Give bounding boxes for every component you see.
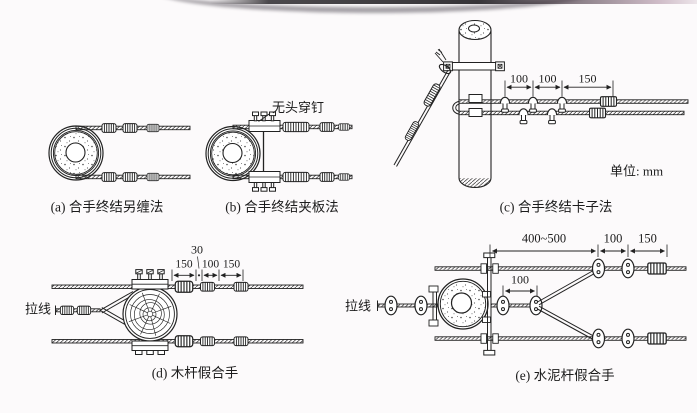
dimension-lines-d: 30 150 100 150	[171, 243, 244, 281]
dim-c-1: 100	[510, 72, 528, 86]
dim-d-2: 100	[202, 259, 220, 271]
figure-a: (a) 合手终结另缠法	[48, 123, 191, 215]
pole-band-clamp	[443, 61, 505, 72]
caption-c: (c) 合手终结卡子法	[500, 200, 613, 215]
dim-c-2: 100	[539, 72, 557, 86]
figure-e: 400~500 100 150 100 拉线 (e) 水泥杆假合手	[345, 232, 687, 383]
guy-wire-d	[55, 291, 135, 330]
dimension-lines-c: 100 100 150	[504, 72, 614, 97]
dim-e-1: 400~500	[522, 232, 566, 246]
guy-wire-a	[75, 123, 191, 182]
dim-d-3: 150	[223, 259, 241, 271]
dim-e-inner: 100	[511, 273, 529, 287]
caption-e: (e) 水泥杆假合手	[515, 368, 614, 383]
figure-d: 30 150 100 150 拉线 (d) 木杆假合手	[25, 243, 304, 381]
dim-d-gap: 30	[191, 243, 203, 257]
concrete-pole-cross-section	[428, 278, 491, 330]
wire-wraps-d	[174, 280, 249, 348]
pin-label-leader	[258, 113, 271, 122]
wire-clamps-e	[591, 258, 667, 349]
horizontal-wires-c	[452, 94, 689, 125]
caption-d: (d) 木杆假合手	[152, 366, 239, 381]
wood-pole-cross-section	[122, 286, 178, 342]
pole-c	[458, 19, 492, 189]
clamp-plates-b	[248, 111, 281, 192]
dim-d-1: 150	[175, 259, 193, 271]
horizontal-wires-e	[434, 266, 687, 341]
caption-a: (a) 合手终结另缠法	[51, 199, 164, 215]
dim-c-3: 150	[579, 72, 597, 86]
dim-e-3: 150	[638, 232, 657, 246]
caption-b: (b) 合手终结夹板法	[225, 200, 339, 215]
pole-cross-section-a	[48, 125, 104, 181]
page-curl-shadow	[150, 0, 600, 13]
unit-note: 单位: mm	[610, 164, 663, 179]
guy-label-e: 拉线	[345, 299, 371, 314]
pin-label: 无头穿钉	[272, 100, 324, 115]
page-top-shadow-band	[210, 0, 697, 4]
dim-e-2: 100	[604, 232, 623, 246]
stay-wire	[393, 48, 452, 167]
guy-wire-b	[232, 121, 353, 183]
figure-b: 无头穿钉 (b) 合手终结夹板法	[205, 100, 353, 215]
dimension-lines-e: 400~500 100 150 100	[489, 232, 668, 296]
vertical-strap	[480, 252, 499, 356]
guy-label-d: 拉线	[25, 302, 51, 317]
figure-c: 100 100 150 单位: mm (c) 合手终结卡子法	[393, 19, 689, 215]
pole-clamps-d	[131, 269, 169, 355]
